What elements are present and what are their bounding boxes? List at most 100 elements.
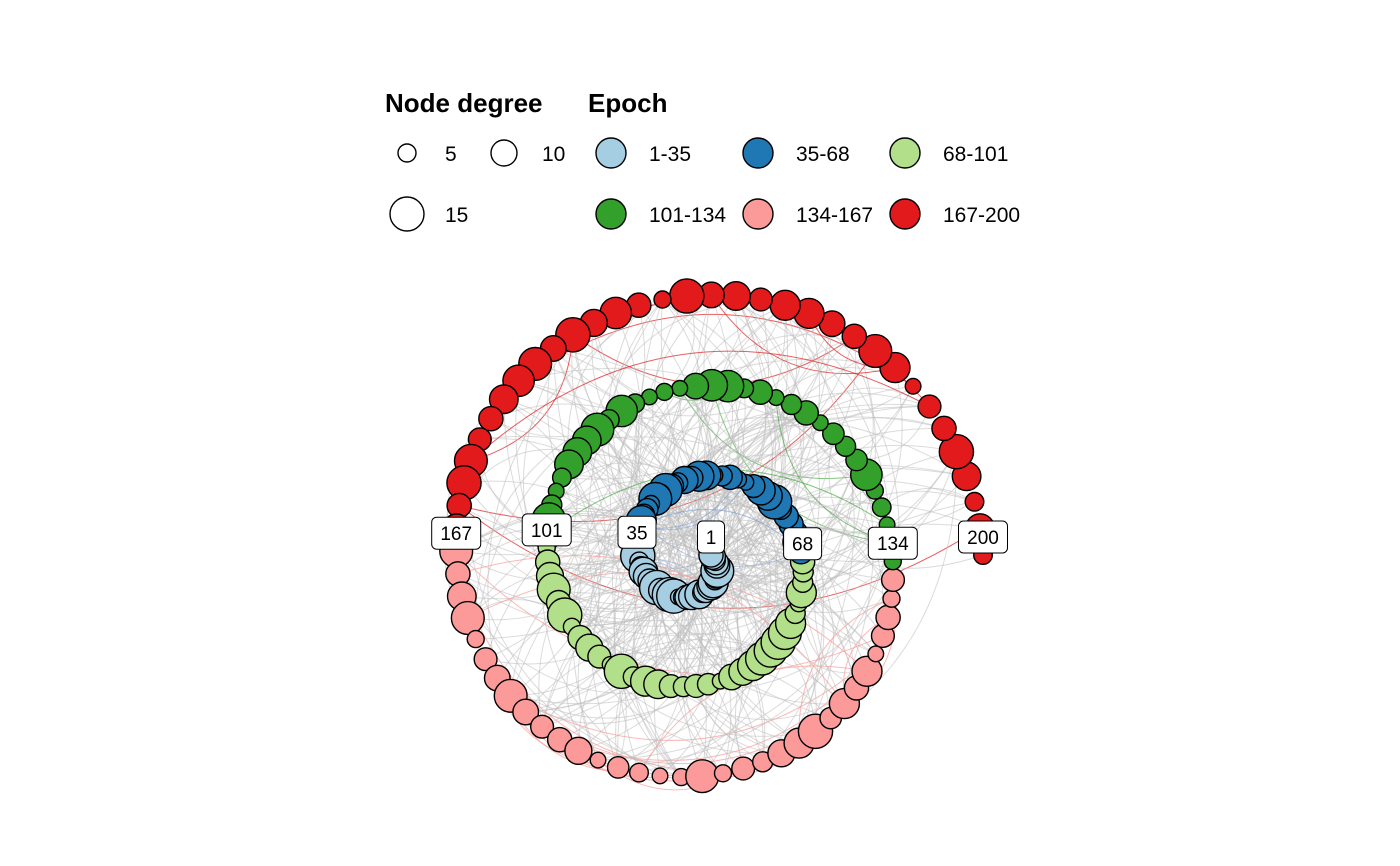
epoch-marker-label: 134: [877, 534, 909, 555]
legend-color-swatch: [889, 198, 921, 230]
legend-color-swatch: [889, 137, 921, 169]
network-node: [669, 278, 705, 314]
network-node: [867, 645, 885, 663]
epoch-marker-label: 68: [792, 535, 813, 556]
network-node: [529, 714, 555, 739]
network-node: [721, 281, 752, 312]
network-edge: [637, 490, 876, 557]
legend-color-label: 167-200: [943, 204, 1020, 227]
network-node: [822, 422, 845, 446]
network-edge: [637, 385, 914, 536]
epoch-marker-label: 1: [706, 528, 717, 549]
network-node: [589, 751, 607, 769]
epoch-marker-box: [697, 520, 725, 554]
network-node: [858, 333, 893, 369]
epoch-marker-box: [521, 513, 572, 547]
epoch-marker-label: 35: [626, 523, 647, 544]
epoch-marker-label: 200: [967, 528, 999, 549]
legend-color-swatch: [742, 198, 774, 230]
network-edge: [712, 405, 930, 557]
network-edge: [455, 550, 884, 675]
network-node: [671, 379, 689, 397]
epoch-marker-label: 167: [440, 524, 472, 545]
network-node: [871, 497, 892, 518]
legend-color-swatch: [595, 198, 627, 230]
network-node: [466, 629, 485, 649]
network-node: [851, 655, 883, 687]
network-edge: [510, 653, 877, 741]
network-node: [651, 767, 669, 785]
network-edge: [611, 388, 682, 778]
network-node: [450, 600, 485, 636]
network-edge: [727, 388, 845, 704]
network-edge: [770, 336, 876, 652]
legend-size-label: 15: [445, 204, 468, 227]
network-edge: [814, 474, 867, 704]
network-node: [564, 736, 593, 765]
network-node: [653, 290, 672, 309]
legend-size-label: 10: [542, 143, 565, 166]
network-edge: [710, 294, 896, 375]
legend-color-title: Epoch: [588, 88, 667, 118]
network-node: [780, 393, 803, 416]
epoch-marker: 1: [697, 520, 725, 554]
legend-size-title: Node degree: [385, 88, 543, 118]
network-edge: [682, 385, 914, 598]
network-node: [478, 405, 504, 432]
epoch-marker-box: [783, 527, 823, 561]
network-node: [629, 762, 650, 783]
legend-color-label: 1-35: [649, 143, 691, 166]
network-edge: [577, 451, 733, 678]
network-edge: [548, 514, 786, 634]
network-edge: [470, 334, 574, 462]
network-edge: [727, 385, 884, 636]
network-node: [931, 415, 957, 442]
network-node: [606, 756, 630, 779]
legend-size-swatch: [389, 196, 425, 232]
network-node: [875, 604, 901, 631]
network-edge: [645, 591, 802, 682]
legend-size-swatch: [490, 139, 518, 167]
network-edge: [525, 632, 771, 713]
network-edge: [762, 305, 855, 763]
network-edge: [828, 433, 894, 581]
network-edge: [457, 555, 845, 704]
network-node: [655, 382, 674, 402]
legend-color-label: 134-167: [796, 204, 873, 227]
network-node: [473, 647, 498, 672]
epoch-marker-box: [867, 526, 918, 560]
network-edge: [695, 571, 804, 687]
network-node: [713, 764, 733, 783]
epoch-marker-box: [617, 515, 657, 549]
legend-size-swatch: [397, 143, 417, 163]
epoch-marker: 35: [617, 515, 657, 549]
epoch-marker-box: [958, 520, 1008, 554]
legend-color-label: 101-134: [649, 204, 726, 227]
epoch-marker: 167: [431, 516, 482, 550]
legend-size-label: 5: [445, 143, 457, 166]
epoch-marker: 200: [958, 520, 1008, 554]
epoch-marker: 134: [867, 526, 918, 560]
network-edge: [456, 528, 703, 777]
network-edge: [551, 416, 967, 506]
network-edge: [589, 384, 713, 768]
network-edge: [553, 490, 762, 594]
network-edge: [479, 435, 716, 561]
network-edge: [775, 397, 891, 544]
legend-color-swatch: [595, 137, 627, 169]
network-node: [488, 384, 519, 415]
network-node: [904, 377, 922, 395]
network-edge: [548, 305, 646, 520]
network-edge: [510, 429, 612, 697]
network-node: [841, 323, 868, 350]
network-edge: [640, 403, 930, 567]
network-edge: [587, 299, 682, 778]
epoch-marker-box: [431, 516, 482, 550]
network-node: [964, 491, 985, 512]
legend-color-swatch: [742, 137, 774, 169]
network-edge: [637, 305, 786, 533]
legend-color-label: 35-68: [796, 143, 850, 166]
network-edge: [552, 348, 781, 510]
